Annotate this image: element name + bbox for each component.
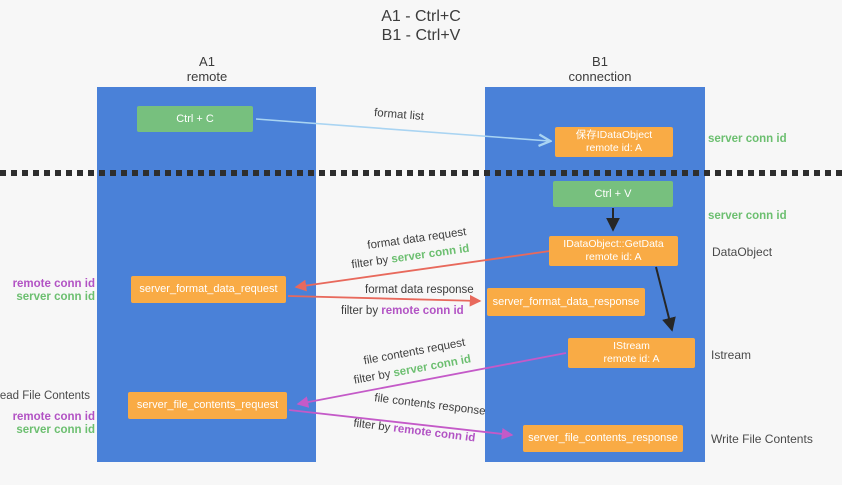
ctrl-c-label: Ctrl + C	[176, 112, 214, 125]
lane-header-a1: A1 remote	[147, 54, 267, 84]
server-format-data-response-label: server_format_data_response	[492, 295, 640, 308]
remote-conn-id-annotation-1: remote conn id	[12, 278, 95, 290]
lane-b1-name: B1	[592, 54, 608, 69]
filter-by-text: filter by	[341, 305, 382, 317]
server-file-contents-response-label: server_file_contents_response	[528, 432, 678, 444]
format-data-response-arrow	[287, 294, 482, 307]
remote-conn-id-keyword: remote conn id	[392, 422, 476, 445]
istream-box: IStream remote id: A	[568, 338, 695, 368]
server-conn-id-annotation-2: server conn id	[16, 424, 95, 436]
write-file-contents-annotation: Write File Contents	[711, 432, 813, 446]
istream-line2: remote id: A	[603, 353, 660, 365]
ctrl-v-box: Ctrl + V	[553, 181, 673, 207]
istream-annotation: Istream	[711, 348, 752, 362]
server-format-data-request-box: server_format_data_request	[131, 276, 286, 303]
ctrl-v-label: Ctrl + V	[594, 187, 632, 200]
lane-a1-role: remote	[186, 69, 228, 84]
filter-by-text: filter by	[352, 367, 395, 387]
diagram-title: A1 - Ctrl+C B1 - Ctrl+V	[0, 7, 842, 45]
server-file-contents-request-box: server_file_contents_request	[128, 392, 287, 419]
save-dataobject-box: 保存IDataObject remote id: A	[555, 127, 673, 157]
server-conn-id-annotation-mid: server conn id	[708, 210, 787, 222]
dataobject-annotation: DataObject	[712, 245, 773, 259]
lane-a1-name: A1	[199, 54, 215, 69]
server-file-contents-request-label: server_file_contents_request	[136, 399, 279, 411]
server-conn-id-annotation-1: server conn id	[16, 291, 95, 303]
format-data-response-label: format data response	[365, 284, 474, 296]
lane-header-b1: B1 connection	[540, 54, 660, 84]
filter-by-remote-conn-id-label-1: filter by remote conn id	[341, 305, 464, 317]
title-line-2: B1 - Ctrl+V	[381, 27, 461, 44]
server-file-contents-response-box: server_file_contents_response	[523, 425, 683, 452]
istream-line1: IStream	[613, 340, 650, 352]
remote-conn-id-annotation-2: remote conn id	[12, 411, 95, 423]
save-dataobject-line1: 保存IDataObject	[575, 129, 653, 141]
filter-by-text: filter by	[350, 253, 393, 272]
remote-conn-id-keyword: remote conn id	[381, 305, 464, 317]
title-line-1: A1 - Ctrl+C	[381, 8, 461, 25]
file-contents-response-label: file contents response	[373, 392, 487, 418]
filter-by-text: filter by	[352, 417, 395, 435]
read-file-contents-annotation: Read File Contents	[0, 390, 90, 402]
lane-b1-role: connection	[568, 69, 632, 84]
getdata-line2: remote id: A	[585, 251, 642, 263]
server-format-data-request-label: server_format_data_request	[139, 283, 278, 295]
getdata-box: IDataObject::GetData remote id: A	[549, 236, 678, 266]
save-dataobject-line2: remote id: A	[585, 142, 643, 154]
getdata-line1: IDataObject::GetData	[563, 238, 664, 250]
server-conn-id-annotation-top: server conn id	[708, 133, 787, 145]
filter-by-remote-conn-id-label-2: filter by remote conn id	[353, 418, 476, 445]
dotted-divider-line	[0, 170, 842, 176]
server-format-data-response-box: server_format_data_response	[487, 288, 645, 316]
format-list-label: format list	[373, 107, 425, 123]
ctrl-c-box: Ctrl + C	[137, 106, 253, 132]
